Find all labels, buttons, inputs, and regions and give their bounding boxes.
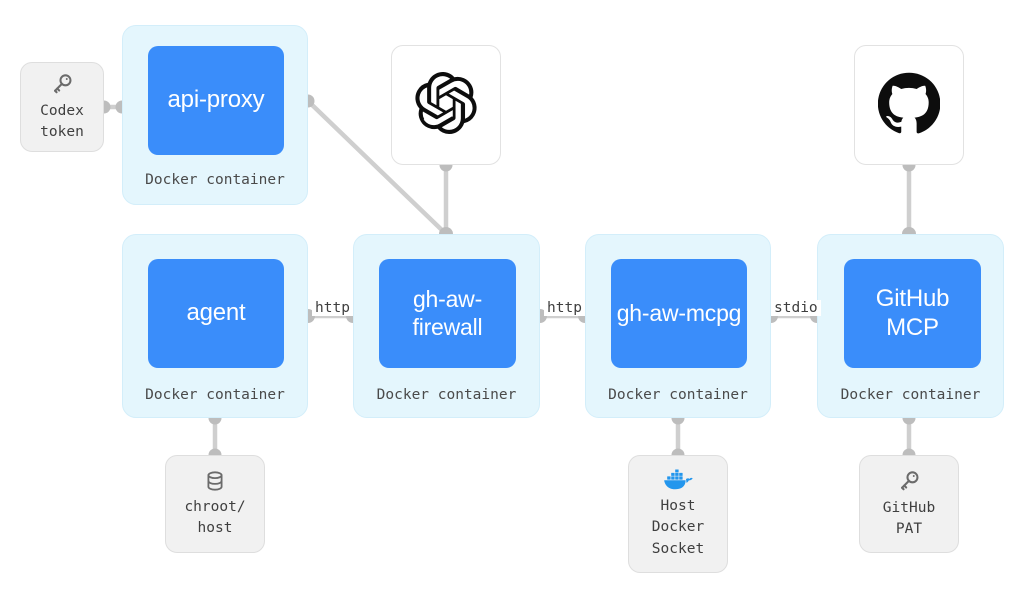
external-node-github-pat[interactable]: GitHub PAT — [859, 455, 959, 553]
service-gh-aw-firewall[interactable]: gh-aw-firewall — [379, 259, 516, 368]
container-agent[interactable]: agent Docker container — [122, 234, 308, 418]
service-agent[interactable]: agent — [148, 259, 284, 368]
external-node-label: GitHub PAT — [882, 499, 936, 537]
external-node-label: Host Docker Socket — [651, 498, 705, 557]
external-node-label: Codex token — [40, 102, 84, 140]
container-gh-aw-mcpg[interactable]: gh-aw-mcpg Docker container — [585, 234, 771, 418]
container-caption-github-mcp: Docker container — [840, 387, 981, 403]
docker-whale-icon — [663, 468, 693, 492]
logo-node-github[interactable] — [854, 45, 964, 165]
external-node-codex-token[interactable]: Codex token — [20, 62, 104, 152]
container-github-mcp[interactable]: GitHub MCP Docker container — [817, 234, 1004, 418]
database-icon — [203, 469, 227, 493]
key-icon — [896, 468, 922, 494]
container-gh-aw-firewall[interactable]: gh-aw-firewall Docker container — [353, 234, 540, 418]
service-api-proxy[interactable]: api-proxy — [148, 46, 284, 155]
edge-label-agent-firewall: http — [312, 300, 353, 316]
key-icon — [49, 71, 75, 97]
edge-label-firewall-mcpg: http — [544, 300, 585, 316]
logo-node-openai[interactable] — [391, 45, 501, 165]
external-node-chroot-host[interactable]: chroot/ host — [165, 455, 265, 553]
openai-logo-icon — [415, 71, 477, 139]
service-gh-aw-mcpg[interactable]: gh-aw-mcpg — [611, 259, 747, 368]
container-caption-gh-aw-mcpg: Docker container — [608, 387, 748, 403]
container-caption-agent: Docker container — [145, 387, 285, 403]
container-caption-gh-aw-firewall: Docker container — [376, 387, 517, 403]
edge-label-mcpg-githubmcp: stdio — [771, 300, 821, 316]
container-caption-api-proxy: Docker container — [145, 172, 285, 188]
container-api-proxy[interactable]: api-proxy Docker container — [122, 25, 308, 205]
service-github-mcp[interactable]: GitHub MCP — [844, 259, 981, 368]
github-logo-icon — [877, 72, 941, 139]
external-node-docker-socket[interactable]: Host Docker Socket — [628, 455, 728, 573]
external-node-label: chroot/ host — [184, 498, 246, 536]
edge-apiproxy-firewall — [305, 98, 449, 237]
